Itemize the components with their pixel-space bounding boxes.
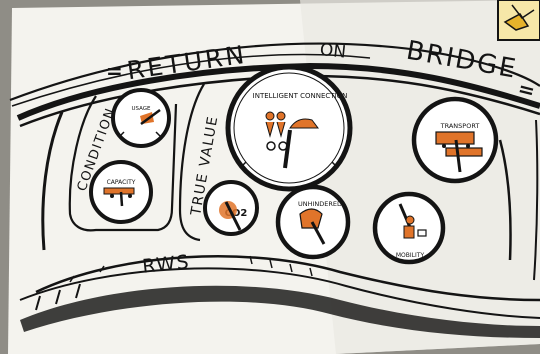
banner-eq-left: =	[106, 59, 123, 83]
gauge-unhindered-label: UNHINDERED	[298, 200, 342, 208]
gauge-transport: TRANSPORT	[414, 99, 496, 181]
corner-sketch	[498, 0, 540, 40]
gauge-transport-label: TRANSPORT	[440, 122, 480, 130]
gauge-intelligent-connection: INTELLIGENT CONNECTION	[228, 67, 350, 189]
gauge-usage: USAGE	[113, 90, 169, 146]
gauge-capacity: CAPACITY	[91, 162, 151, 222]
gauge-intelligent-connection-label: INTELLIGENT CONNECTION	[253, 92, 348, 100]
gauge-mobility-label: MOBILITY	[396, 252, 425, 259]
gauge-usage-label: USAGE	[131, 106, 151, 112]
gauge-unhindered: UNHINDERED	[278, 187, 348, 257]
banner-word-on: ON	[319, 40, 347, 63]
gauge-mobility: MOBILITY	[375, 194, 443, 262]
gauge-co2: CO2	[205, 182, 257, 234]
gauge-capacity-label: CAPACITY	[107, 179, 136, 186]
